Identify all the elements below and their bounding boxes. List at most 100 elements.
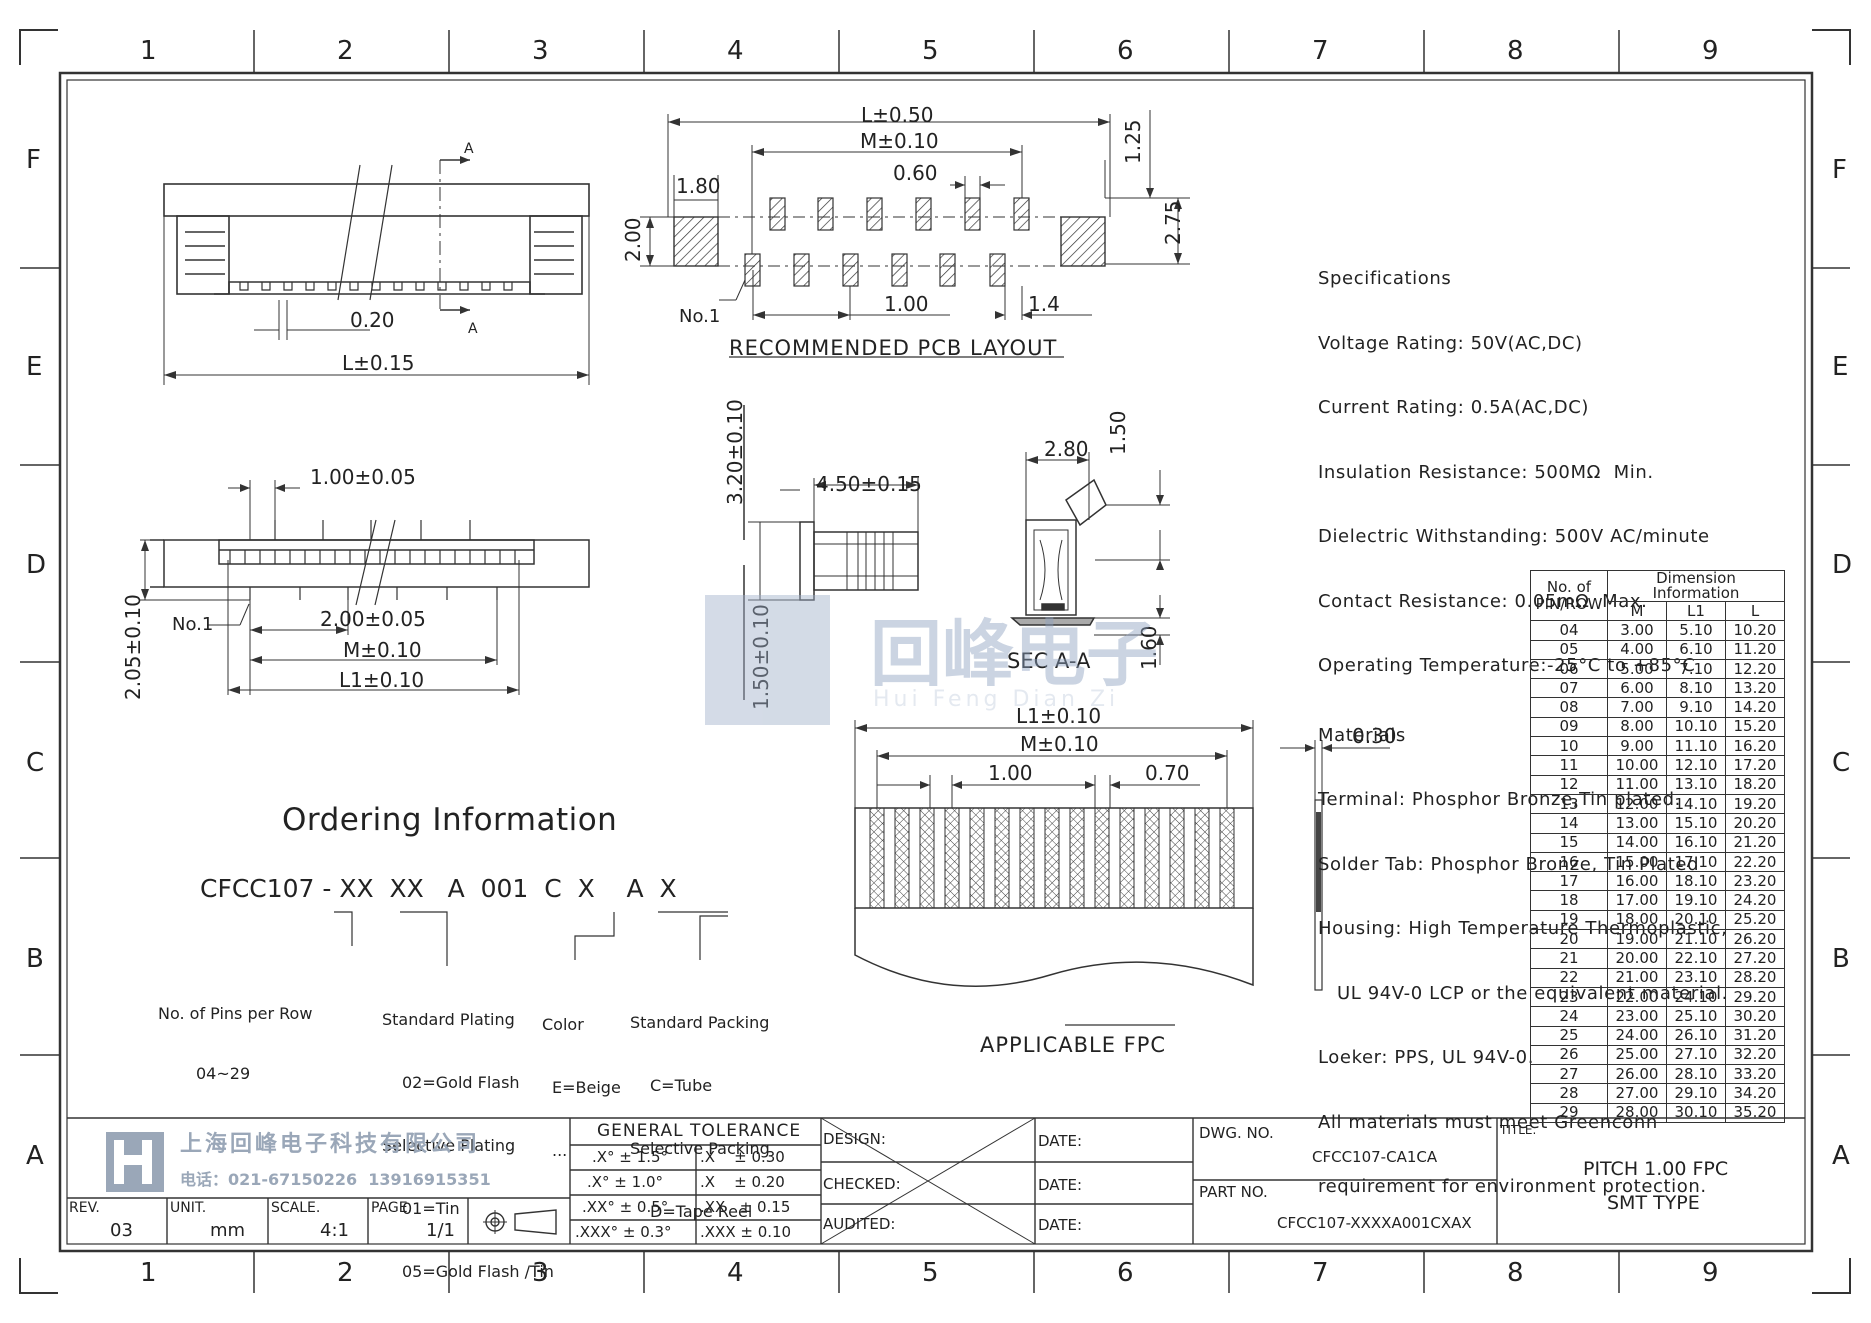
- col-label-9-bottom: 9: [1702, 1258, 1719, 1288]
- section-mark-bottom: A: [468, 321, 478, 337]
- m-cell: 17.00: [1607, 890, 1667, 911]
- front-dim-200: 2.00±0.05: [320, 607, 426, 631]
- zone-ticks: [20, 30, 1850, 1293]
- col-label-8: 8: [1507, 36, 1524, 66]
- ordering-line: Selective Plating: [382, 1136, 516, 1155]
- l1-cell: 28.10: [1666, 1064, 1726, 1085]
- col-header-M: M: [1607, 600, 1667, 622]
- spec-line: Dielectric Withstanding: 500V AC/minute: [1318, 526, 1710, 547]
- top-length-label: L±0.15: [342, 351, 414, 375]
- l-cell: 10.20: [1725, 620, 1785, 641]
- company-name: 上海回峰电子科技有限公司: [180, 1132, 481, 1157]
- front-dim-pitch: 1.00±0.05: [310, 465, 416, 489]
- pcb-dim-100: 1.00: [884, 292, 929, 316]
- l-cell: 23.20: [1725, 871, 1785, 892]
- ordering-line: 05=Gold Flash /Tin: [402, 1262, 554, 1281]
- l1-cell: 16.10: [1666, 832, 1726, 853]
- ordering-line: Standard Packing: [630, 1013, 770, 1032]
- rev-value: 03: [110, 1220, 133, 1241]
- section-dim-150: 1.50: [1106, 410, 1130, 455]
- col-label-6-bottom: 6: [1117, 1258, 1134, 1288]
- l-cell: 27.20: [1725, 948, 1785, 969]
- ordering-leaders: [334, 911, 728, 966]
- spec-line: requirement for environment protection.: [1318, 1176, 1707, 1197]
- pin-count-cell: 08: [1530, 697, 1608, 718]
- l-cell: 31.20: [1725, 1025, 1785, 1046]
- l1-cell: 11.10: [1666, 736, 1726, 757]
- l-cell: 24.20: [1725, 890, 1785, 911]
- pin-count-cell: 18: [1530, 890, 1608, 911]
- ordering-line: No. of Pins per Row: [158, 1004, 313, 1023]
- tolerance-linear-1: .X ± 0.20: [700, 1173, 785, 1191]
- pin-count-cell: 14: [1530, 813, 1608, 834]
- l-cell: 35.20: [1725, 1102, 1785, 1124]
- l1-cell: 29.10: [1666, 1083, 1726, 1104]
- title-label: TITLE.: [1500, 1123, 1537, 1137]
- l1-cell: 22.10: [1666, 948, 1726, 969]
- col-label-2: 2: [337, 36, 354, 66]
- col-label-2-bottom: 2: [337, 1258, 354, 1288]
- l1-cell: 14.10: [1666, 793, 1726, 815]
- pin-count-cell: 29: [1530, 1102, 1608, 1124]
- l-cell: 13.20: [1725, 678, 1785, 699]
- l1-cell: 19.10: [1666, 890, 1726, 911]
- pin-count-cell: 20: [1530, 929, 1608, 950]
- m-cell: 25.00: [1607, 1044, 1667, 1066]
- fpc-dim-070: 0.70: [1145, 761, 1190, 785]
- company-logo: [106, 1132, 164, 1192]
- m-cell: 21.00: [1607, 967, 1667, 988]
- l1-cell: 26.10: [1666, 1025, 1726, 1046]
- m-cell: 13.00: [1607, 813, 1667, 834]
- col-label-7: 7: [1312, 36, 1329, 66]
- col-label-1: 1: [140, 36, 157, 66]
- row-label-B-right: B: [1832, 944, 1850, 974]
- m-cell: 23.00: [1607, 1006, 1667, 1027]
- pcb-dim-125: 1.25: [1121, 119, 1145, 164]
- l1-cell: 18.10: [1666, 871, 1726, 892]
- col-label-8-bottom: 8: [1507, 1258, 1524, 1288]
- ordering-plating: Standard Plating 02=Gold Flash Selective…: [382, 967, 554, 1303]
- top-pitch-label: 0.20: [350, 308, 395, 332]
- side-dim-320: 3.20±0.10: [723, 399, 747, 505]
- m-cell: 19.00: [1607, 929, 1667, 950]
- row-label-F: F: [26, 145, 41, 175]
- m-cell: 28.00: [1607, 1102, 1667, 1124]
- row-label-D: D: [26, 550, 47, 580]
- l1-cell: 13.10: [1666, 774, 1726, 795]
- watermark-logo: [705, 595, 830, 725]
- m-cell: 14.00: [1607, 832, 1667, 853]
- m-cell: 8.00: [1607, 716, 1667, 738]
- col-label-3-bottom: 3: [532, 1258, 549, 1288]
- l1-cell: 27.10: [1666, 1044, 1726, 1066]
- l-cell: 25.20: [1725, 909, 1785, 931]
- m-cell: 9.00: [1607, 736, 1667, 757]
- pcb-dim-200: 2.00: [621, 217, 645, 262]
- ordering-line: 01=Tin: [402, 1199, 460, 1218]
- l-cell: 15.20: [1725, 716, 1785, 738]
- l1-cell: 8.10: [1666, 678, 1726, 699]
- part-no-value: CFCC107-XXXXA001CXAX: [1277, 1214, 1472, 1232]
- l-cell: 30.20: [1725, 1006, 1785, 1027]
- ordering-line: E=Beige: [552, 1078, 621, 1097]
- row-label-E: E: [26, 352, 43, 382]
- l-cell: 32.20: [1725, 1044, 1785, 1066]
- ordering-line: C=Tube: [650, 1076, 713, 1095]
- l-cell: 22.20: [1725, 851, 1785, 873]
- pcb-pin1-label: No.1: [679, 306, 720, 327]
- row-label-A: A: [26, 1141, 44, 1171]
- l-cell: 28.20: [1725, 967, 1785, 988]
- pin-count-cell: 15: [1530, 832, 1608, 853]
- m-cell: 10.00: [1607, 755, 1667, 776]
